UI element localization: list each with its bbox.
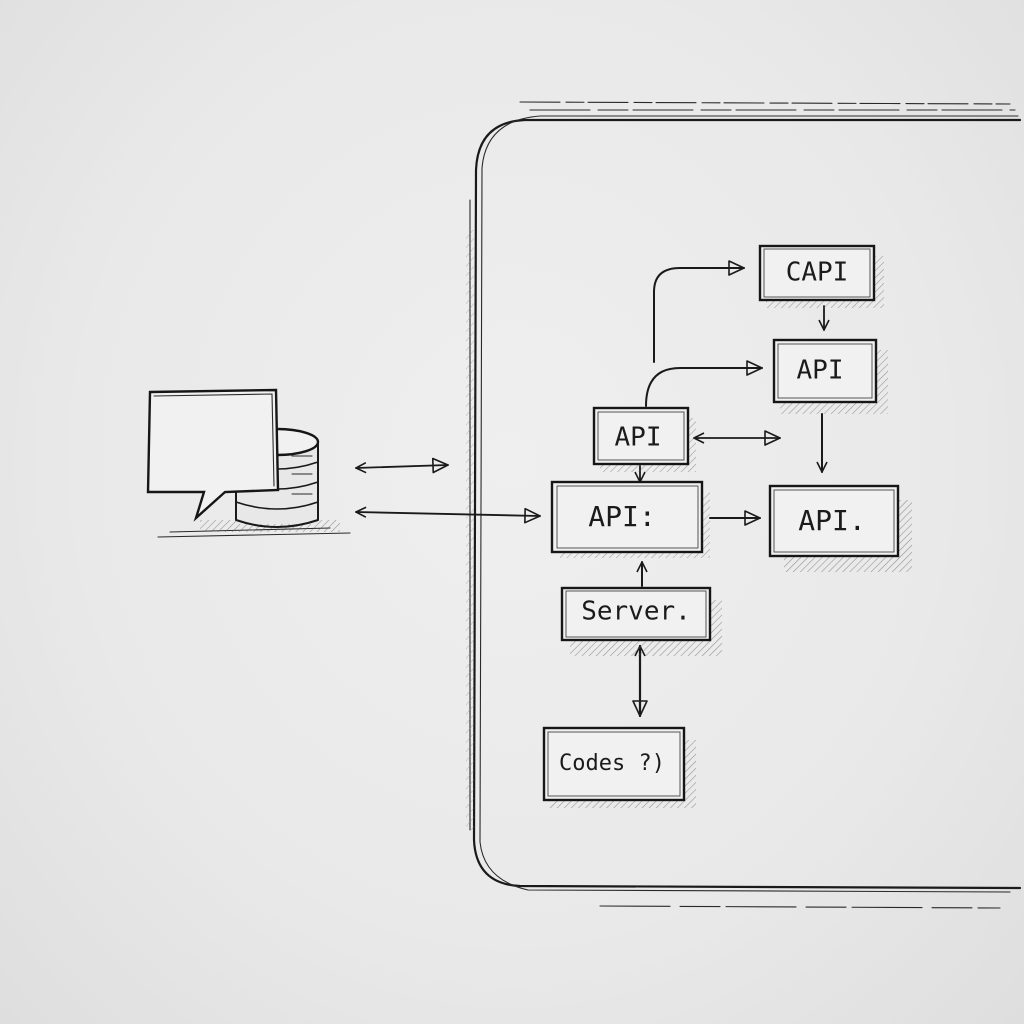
chat-bubble-icon	[146, 388, 280, 522]
node-capi-label: CAPI	[786, 258, 849, 288]
node-api-main: API:	[550, 480, 710, 558]
node-api-top-label: API	[797, 356, 844, 386]
node-api-small-label: API	[615, 423, 662, 453]
node-api-right: API.	[768, 484, 912, 572]
node-api-right-label: API.	[798, 504, 865, 537]
client-cluster	[146, 388, 541, 538]
arrow-api-to-api-top	[645, 360, 763, 407]
client-link-arrow-lower	[355, 506, 541, 524]
connectors	[632, 260, 830, 718]
node-codes-label: Codes ?)	[559, 751, 665, 776]
client-link-arrow-upper	[355, 457, 449, 474]
node-api-small: API	[592, 406, 696, 472]
arrow-api-to-capi	[653, 260, 745, 363]
node-server: Server.	[560, 586, 722, 656]
node-server-label: Server.	[581, 597, 691, 627]
node-api-main-label: API:	[588, 500, 655, 533]
node-codes: Codes ?)	[542, 726, 696, 808]
node-api-top: API	[772, 338, 888, 414]
node-capi: CAPI	[758, 244, 884, 308]
